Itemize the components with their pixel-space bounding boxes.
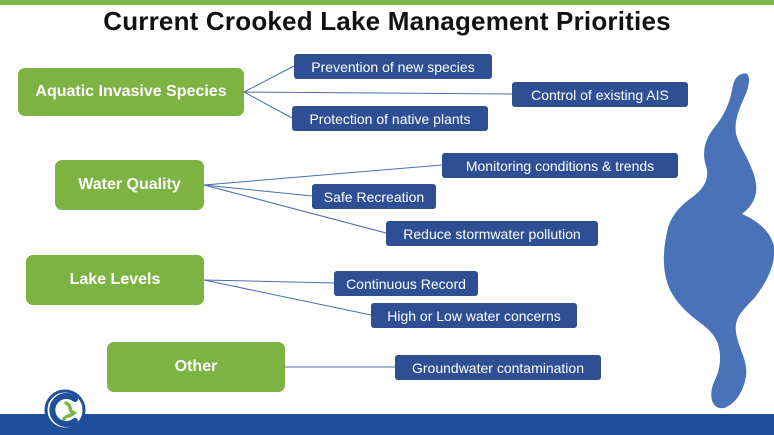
- category-label: Aquatic Invasive Species: [35, 83, 227, 100]
- category-other: Other: [107, 342, 285, 392]
- category-label: Other: [174, 358, 218, 375]
- footer-bar: [0, 414, 774, 435]
- connector-line: [203, 279, 372, 316]
- item-reduce-stormwater-pollution: Reduce stormwater pollution: [386, 221, 598, 246]
- category-label: Lake Levels: [69, 271, 161, 288]
- connector-line: [243, 91, 293, 119]
- item-high-or-low-water-concerns: High or Low water concerns: [371, 303, 577, 328]
- connector-line: [243, 65, 295, 93]
- item-monitoring-conditions-trends: Monitoring conditions & trends: [442, 153, 678, 178]
- page-title: Current Crooked Lake Management Prioriti…: [103, 6, 671, 36]
- connector-line: [243, 91, 513, 95]
- item-continuous-record: Continuous Record: [334, 271, 478, 296]
- connector-line: [203, 184, 313, 197]
- lake-map-icon: [663, 73, 774, 409]
- top-accent-stripe: [0, 0, 774, 5]
- organization-logo-icon: [44, 389, 86, 431]
- item-groundwater-contamination: Groundwater contamination: [395, 355, 601, 380]
- connector-line: [203, 279, 335, 284]
- item-control-of-existing-ais: Control of existing AIS: [512, 82, 688, 107]
- connector-line: [203, 164, 443, 186]
- item-protection-of-native-plants: Protection of native plants: [292, 106, 488, 131]
- connector-line: [203, 184, 387, 234]
- item-prevention-of-new-species: Prevention of new species: [294, 54, 492, 79]
- category-label: Water Quality: [78, 176, 181, 193]
- category-aquatic-invasive-species: Aquatic Invasive Species: [18, 68, 244, 116]
- category-water-quality: Water Quality: [55, 160, 204, 210]
- item-safe-recreation: Safe Recreation: [312, 184, 436, 209]
- category-lake-levels: Lake Levels: [26, 255, 204, 305]
